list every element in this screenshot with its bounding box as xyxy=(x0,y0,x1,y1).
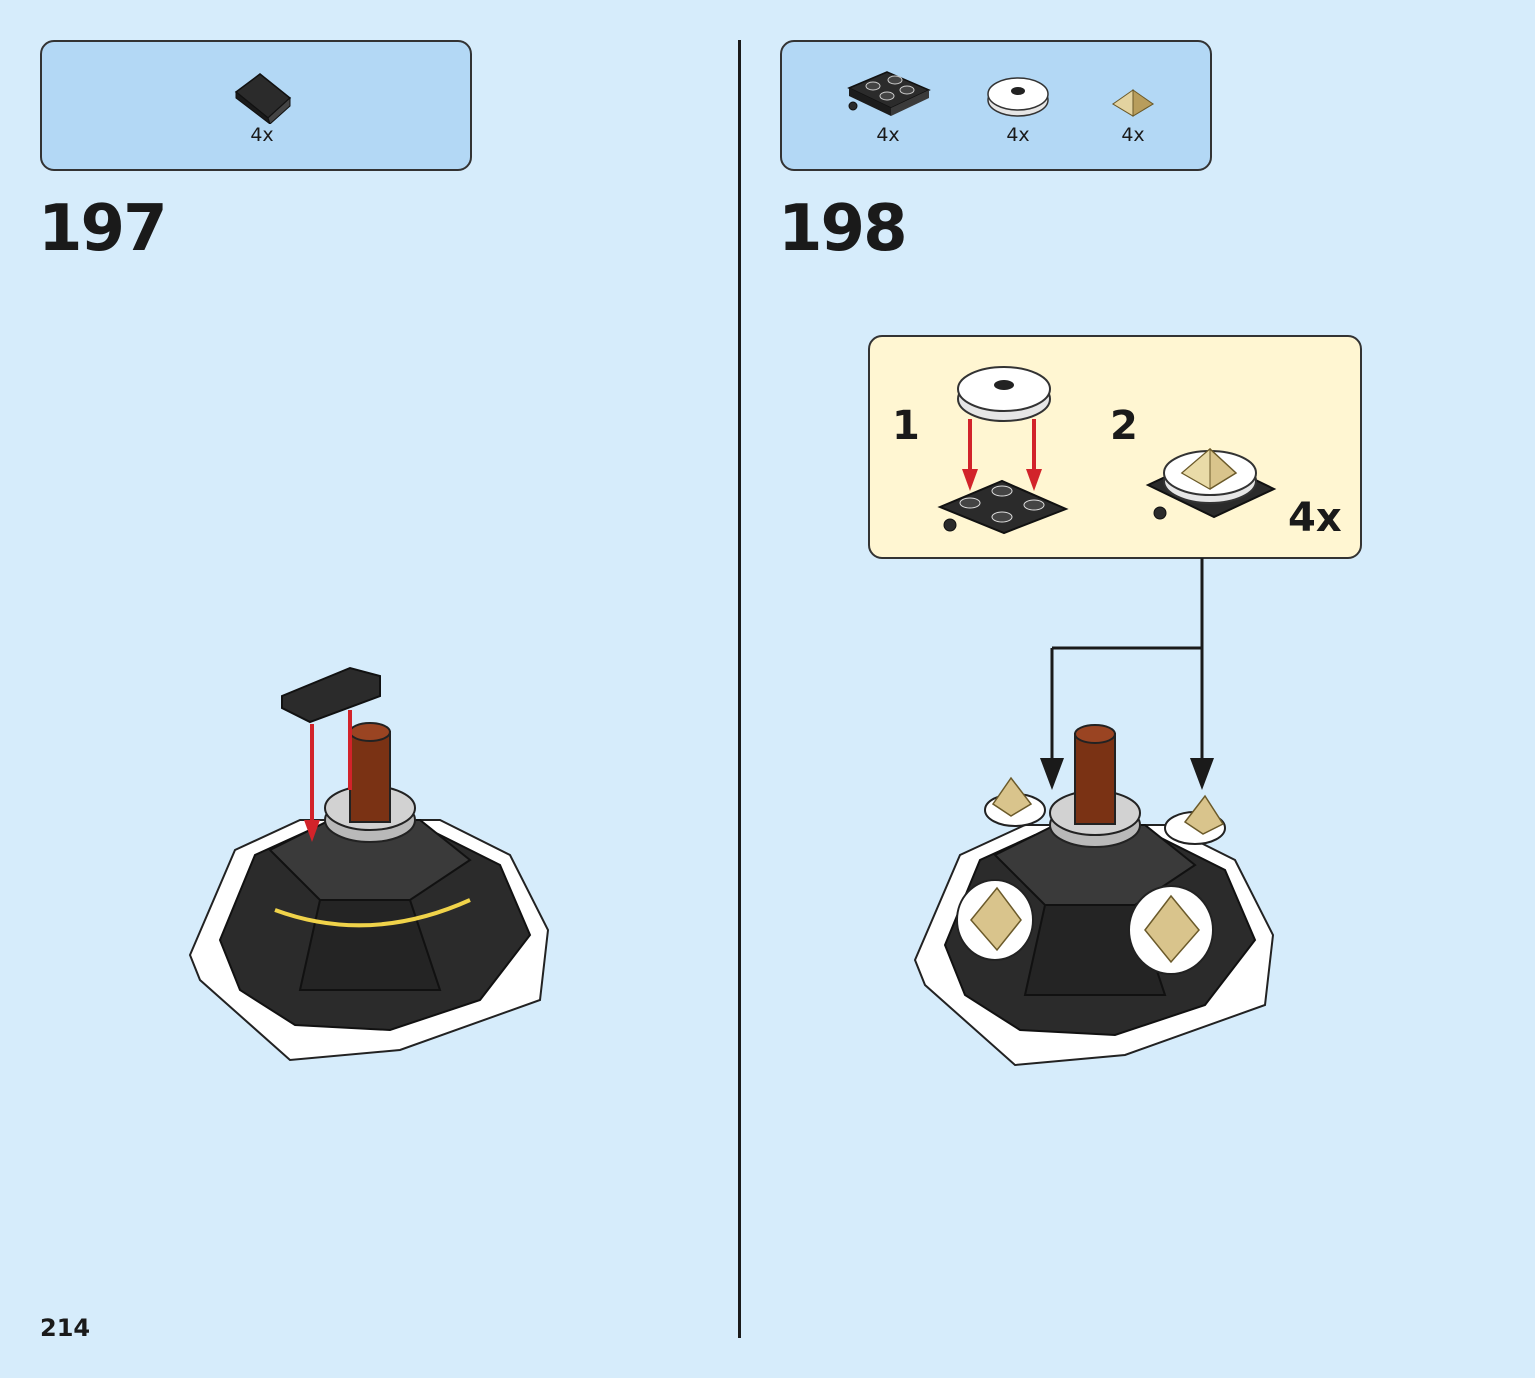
black-slope-tile-icon xyxy=(234,73,292,124)
subassembly-callout: 1 2 4x xyxy=(868,335,1362,559)
callout-connector-arrows xyxy=(1040,558,1214,790)
white-round-plate-icon xyxy=(987,77,1049,117)
sub-step-number: 1 xyxy=(892,403,920,449)
part-qty: 4x xyxy=(1006,124,1030,146)
part-item: 4x xyxy=(1098,82,1168,146)
tan-pyramid-tile-icon xyxy=(1112,89,1154,117)
black-plate-2x2-icon xyxy=(847,71,931,116)
part-qty: 4x xyxy=(876,124,900,146)
sub-step-2-illustration xyxy=(1145,447,1277,520)
step-number: 198 xyxy=(778,192,908,266)
step-198-parts-box: 4x 4x 4x xyxy=(780,40,1212,171)
part-item: 4x xyxy=(978,72,1058,146)
sub-step-1-illustration xyxy=(937,366,1069,535)
sub-step-number: 2 xyxy=(1110,403,1138,449)
subassembly-multiplier: 4x xyxy=(1288,495,1342,541)
step-197-assembly-illustration xyxy=(188,666,550,1062)
step-number: 197 xyxy=(38,192,168,266)
page-number: 214 xyxy=(40,1314,91,1342)
part-qty: 4x xyxy=(1121,124,1145,146)
step-198-assembly-illustration xyxy=(913,724,1275,1067)
part-item: 4x xyxy=(840,68,936,146)
step-197-parts-box: 4x xyxy=(40,40,472,171)
part-item: 4x xyxy=(222,68,302,146)
part-qty: 4x xyxy=(250,124,274,146)
page-divider xyxy=(738,40,741,1338)
